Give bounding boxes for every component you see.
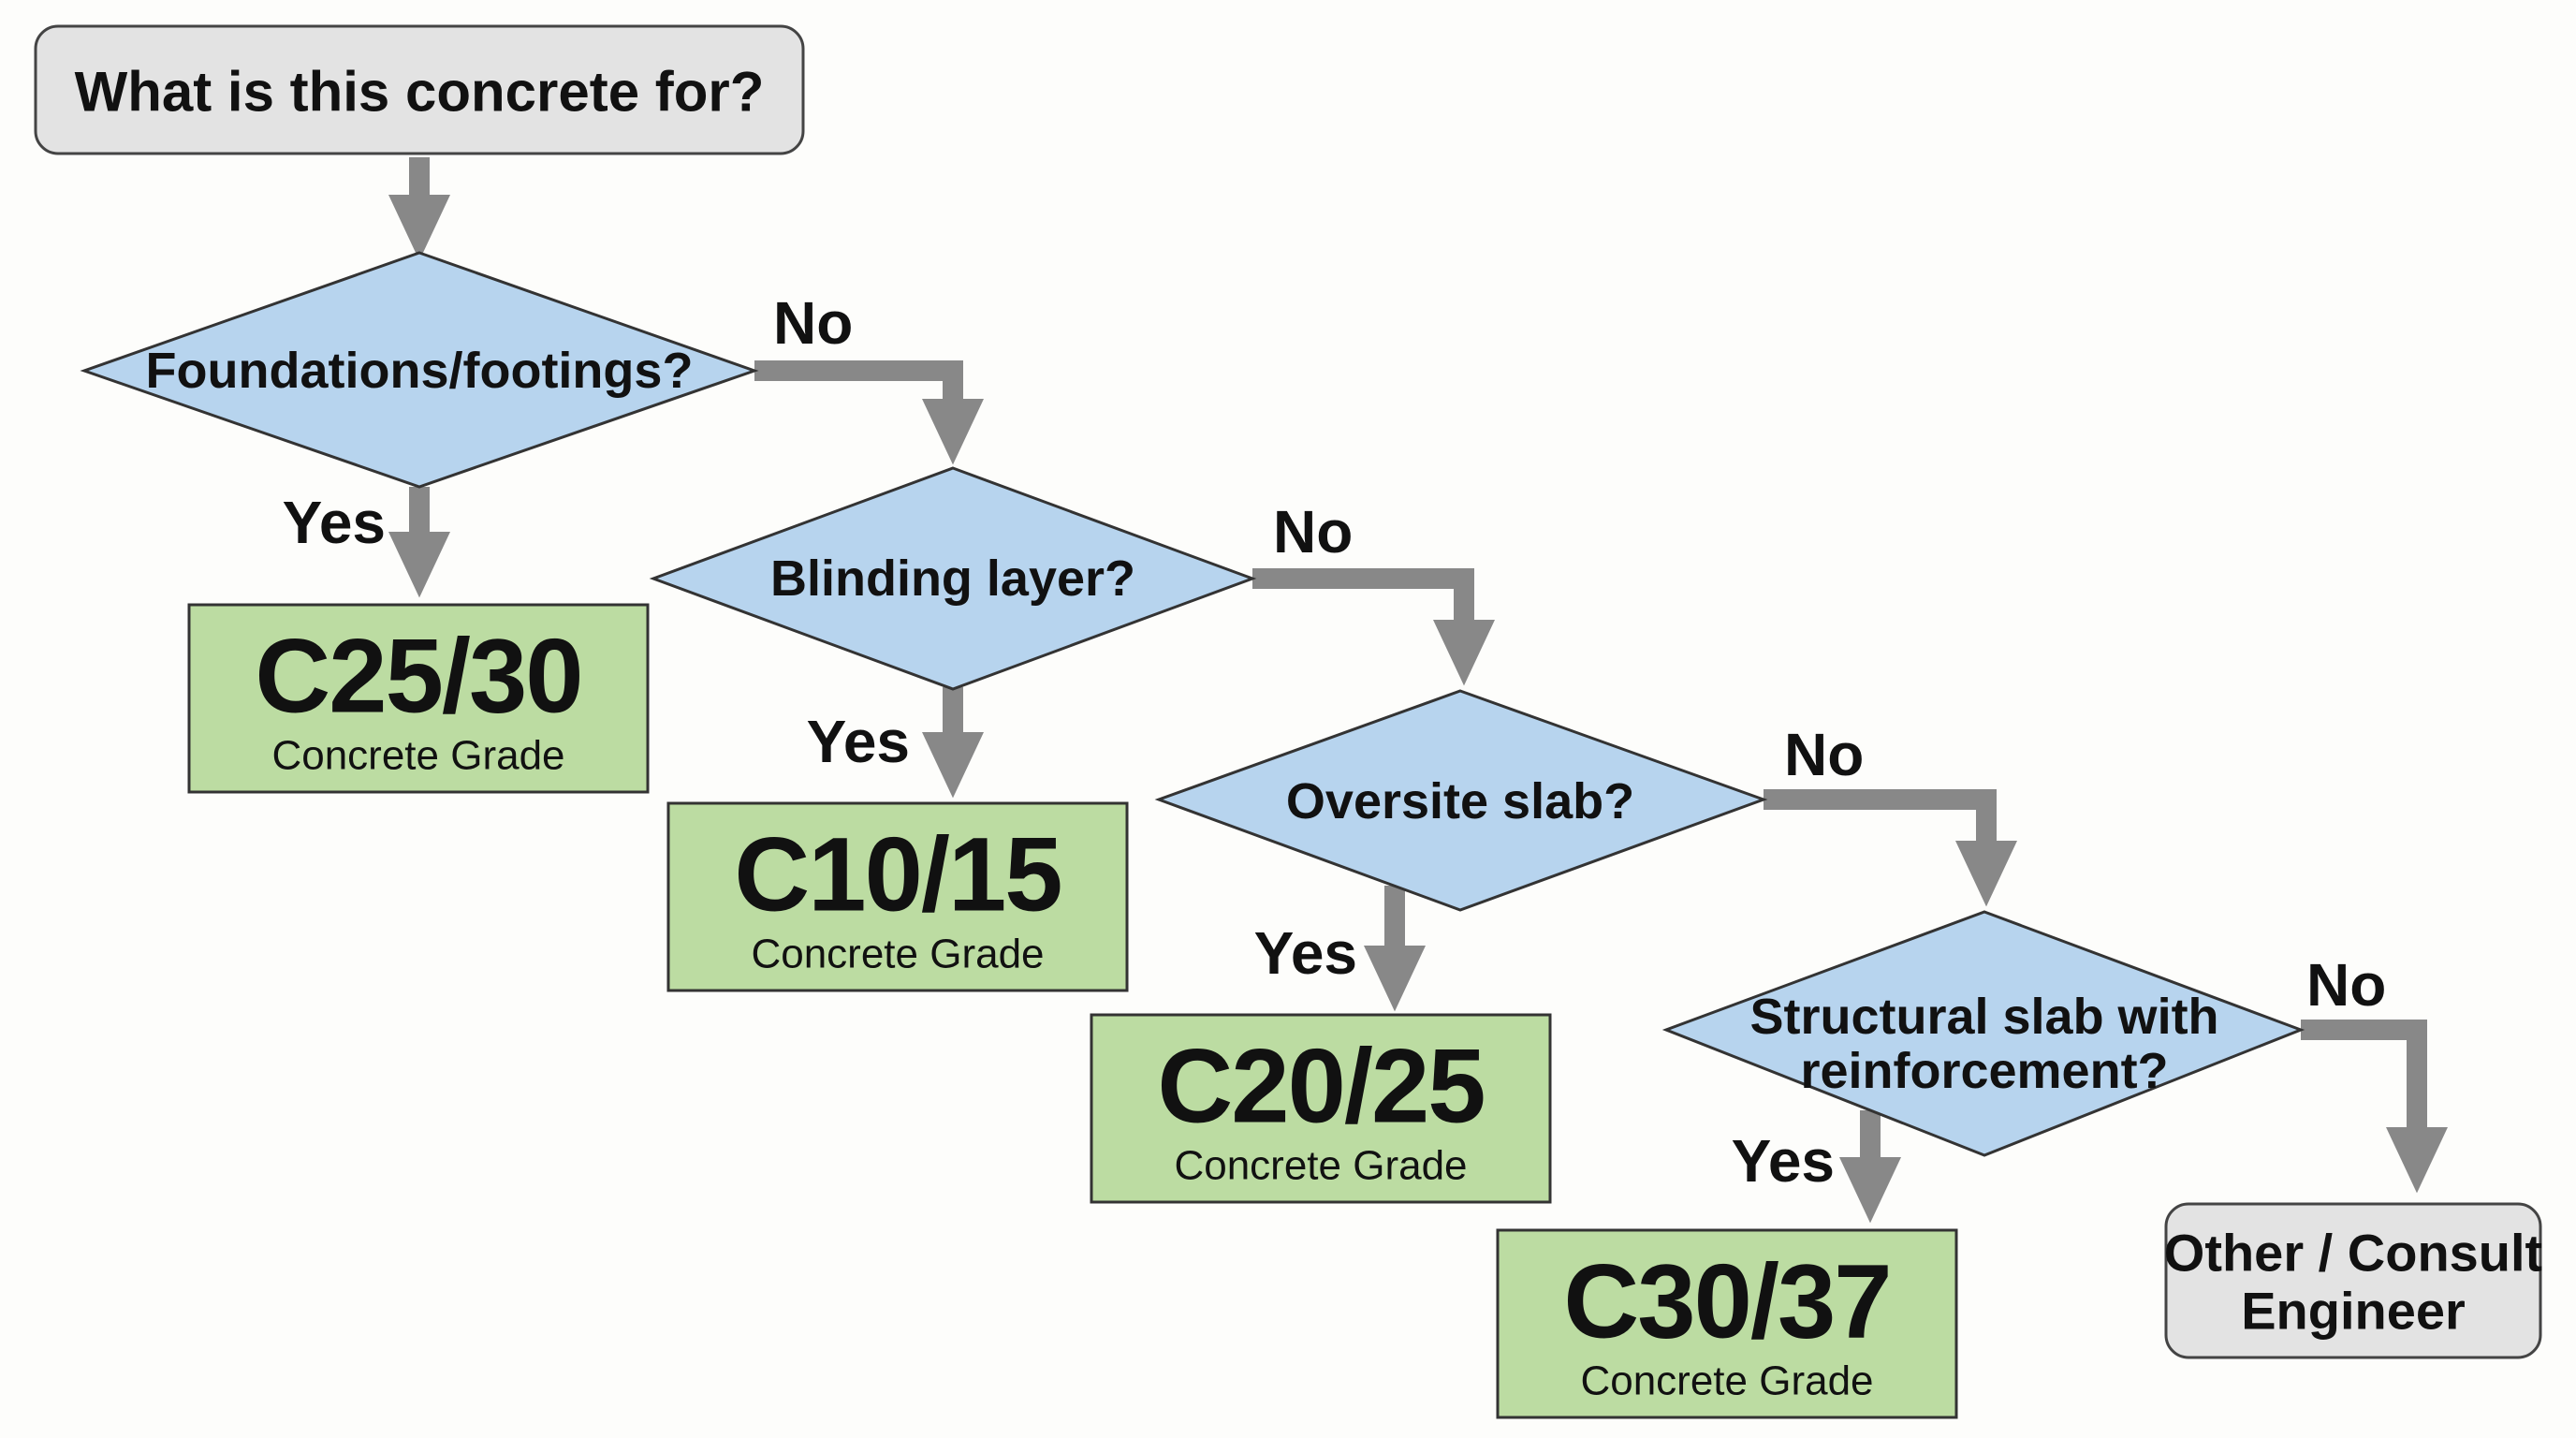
blinding-no-arrow bbox=[1252, 568, 1495, 686]
result-grade-c20-25: C20/25 bbox=[1157, 1028, 1484, 1145]
result-c20-25: C20/25 Concrete Grade bbox=[1090, 1013, 1552, 1204]
decision-oversite-label: Oversite slab? bbox=[1286, 773, 1634, 829]
decision-structural: Structural slab with reinforcement? bbox=[1661, 910, 2305, 1157]
decision-structural-label-line1: Structural slab with bbox=[1749, 989, 2218, 1045]
result-caption: Concrete Grade bbox=[1580, 1358, 1873, 1404]
fallback-node: Other / Consult Engineer bbox=[2164, 1202, 2542, 1359]
structural-no-arrow bbox=[2301, 1020, 2448, 1194]
start-node: What is this concrete for? bbox=[34, 24, 805, 155]
decision-blinding: Blinding layer? bbox=[649, 466, 1257, 691]
branch-label-yes: Yes bbox=[807, 708, 910, 775]
result-c30-37: C30/37 Concrete Grade bbox=[1496, 1228, 1958, 1419]
branch-label-yes: Yes bbox=[1254, 919, 1357, 987]
result-grade-c10-15: C10/15 bbox=[734, 816, 1061, 933]
branch-label-no: No bbox=[1273, 498, 1353, 565]
result-grade-c25-30: C25/30 bbox=[255, 618, 581, 735]
decision-foundations-label: Foundations/footings? bbox=[146, 343, 694, 399]
branch-label-yes: Yes bbox=[1732, 1127, 1835, 1195]
branch-label-no: No bbox=[2306, 951, 2386, 1019]
decision-blinding-label: Blinding layer? bbox=[770, 550, 1135, 607]
result-caption: Concrete Grade bbox=[751, 932, 1044, 977]
connectors bbox=[388, 157, 2448, 1224]
result-c25-30: C25/30 Concrete Grade bbox=[187, 603, 650, 794]
branch-label-yes: Yes bbox=[283, 489, 386, 556]
start-question: What is this concrete for? bbox=[75, 61, 765, 124]
foundations-no-arrow bbox=[754, 360, 984, 465]
result-c10-15: C10/15 Concrete Grade bbox=[666, 801, 1129, 992]
branch-labels: No Yes No Yes No Yes No Yes bbox=[283, 289, 2387, 1195]
fallback-label-line1: Other / Consult bbox=[2164, 1224, 2542, 1283]
oversite-no-arrow bbox=[1764, 789, 2017, 907]
result-caption: Concrete Grade bbox=[1174, 1143, 1467, 1189]
branch-label-no: No bbox=[773, 289, 853, 357]
decision-foundations: Foundations/footings? bbox=[80, 251, 759, 489]
fallback-label-line2: Engineer bbox=[2241, 1282, 2466, 1341]
branch-label-no: No bbox=[1784, 721, 1864, 788]
decision-oversite: Oversite slab? bbox=[1154, 689, 1768, 912]
result-grade-c30-37: C30/37 bbox=[1563, 1243, 1890, 1360]
decision-structural-label-line2: reinforcement? bbox=[1800, 1043, 2168, 1099]
result-caption: Concrete Grade bbox=[271, 733, 564, 779]
